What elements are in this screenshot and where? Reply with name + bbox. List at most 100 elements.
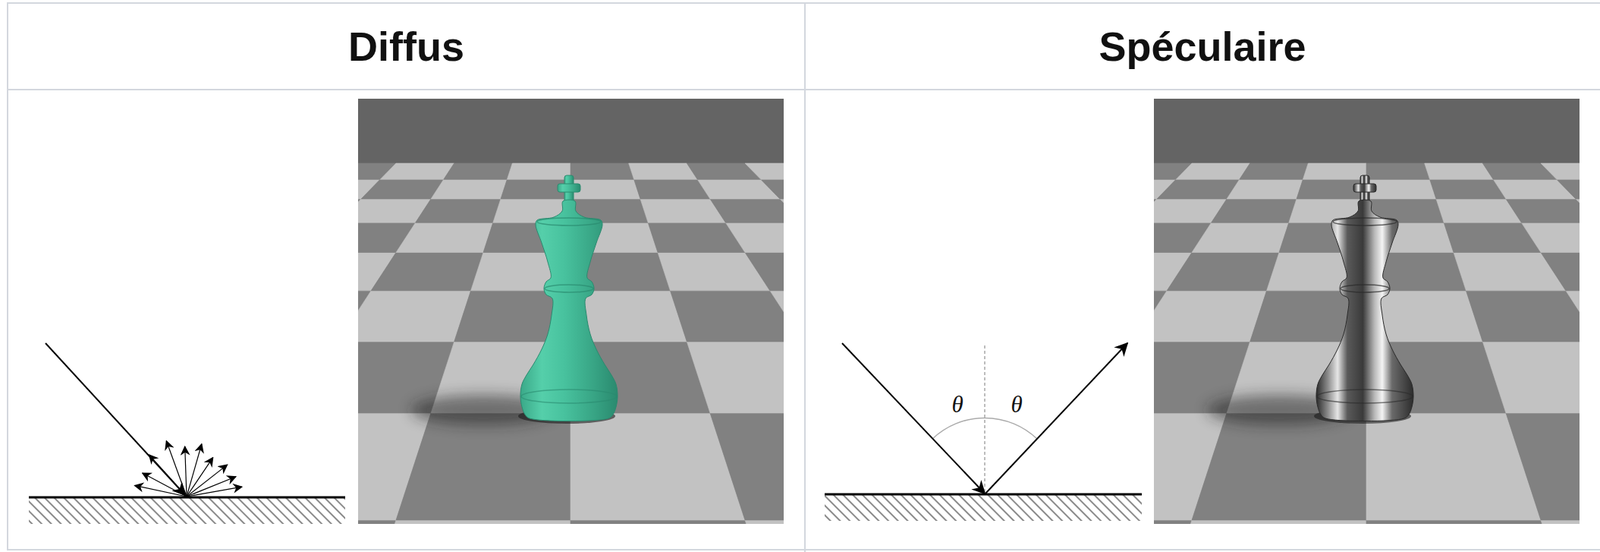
king-body: [520, 199, 618, 421]
reflected-ray: [984, 342, 1128, 494]
chess-king: [520, 175, 618, 422]
board-tile: [570, 163, 635, 180]
board-tile: [1482, 341, 1580, 413]
board-tile: [415, 198, 501, 223]
column-header: Spéculaire: [805, 3, 1600, 89]
board-tile: [570, 179, 641, 199]
board-tile: [686, 341, 784, 413]
scattered-rays: [135, 440, 243, 497]
board-tile: [1191, 412, 1367, 520]
board-tile: [1430, 179, 1506, 199]
board-tile: [396, 222, 494, 252]
board-tile: [770, 290, 784, 342]
board-tile: [1540, 252, 1580, 291]
board-tile: [725, 222, 784, 252]
table-frame: [7, 3, 1600, 552]
board-tile: [380, 163, 455, 180]
board-tile: [1575, 198, 1580, 223]
board-tile: [1166, 252, 1280, 291]
board-tile: [1556, 179, 1580, 199]
king-cross-horizontal: [557, 183, 581, 192]
scattered-ray: [148, 454, 187, 497]
board-tile: [1366, 163, 1431, 180]
board-tile: [710, 198, 784, 223]
board-tile: [1465, 290, 1580, 342]
scattered-ray: [186, 476, 236, 497]
scattered-ray: [186, 464, 228, 497]
board-tile: [779, 198, 784, 223]
board-tile: [1366, 179, 1437, 199]
king-rim: [537, 217, 601, 226]
king-body: [1316, 199, 1414, 421]
column-header: Diffus: [8, 3, 805, 89]
surface-normal: [983, 345, 985, 494]
board-tile: [506, 163, 571, 180]
board-tile: [1239, 163, 1309, 180]
angle-label: θ: [951, 390, 963, 419]
board-tile: [1565, 290, 1580, 342]
surface-hatching: [824, 493, 1142, 521]
board-tile: [634, 179, 711, 199]
board-tile: [358, 519, 571, 524]
king-collar: [1340, 284, 1390, 293]
surface-hatching: [28, 496, 346, 524]
angle-label: θ: [1010, 390, 1022, 419]
king-rim: [1332, 217, 1397, 226]
board-tile: [1540, 519, 1580, 524]
board-tile: [760, 179, 784, 199]
surface: [824, 493, 1142, 521]
board-tile: [443, 163, 513, 180]
surface: [28, 496, 346, 524]
board-tile: [1424, 163, 1494, 180]
board-tile: [1505, 412, 1580, 520]
king-base: [1317, 389, 1413, 403]
board-tile: [1226, 179, 1303, 199]
king-base: [521, 389, 617, 403]
scattered-ray: [186, 486, 243, 497]
board-tile: [710, 412, 784, 520]
header-text: Diffus: [348, 22, 465, 70]
board-tile: [430, 179, 507, 199]
king-cross-horizontal: [1353, 183, 1377, 192]
board-tile: [1191, 222, 1289, 252]
board-tile: [1153, 519, 1367, 524]
board-tile: [1211, 198, 1297, 223]
angle-arc: [932, 417, 1038, 439]
board-tile: [396, 412, 571, 520]
board-tile: [1153, 519, 1192, 524]
scattered-ray: [142, 472, 187, 497]
king-collar: [544, 284, 594, 293]
scattered-ray: [135, 484, 187, 497]
header-text: Spéculaire: [1098, 22, 1306, 70]
board-tile: [358, 519, 397, 524]
board-tile: [1505, 198, 1580, 223]
scattered-ray: [186, 457, 214, 497]
board-tile: [1521, 222, 1580, 252]
board-tile: [628, 163, 698, 180]
board-tile: [1156, 179, 1240, 199]
board-tile: [744, 519, 784, 524]
incident-ray: [842, 342, 985, 494]
board-tile: [1302, 163, 1367, 180]
board-tile: [1153, 290, 1267, 342]
scattered-ray: [185, 446, 187, 497]
board-tile: [1540, 163, 1580, 180]
render-scene: [1153, 98, 1580, 524]
column-rule: [804, 3, 806, 552]
scattered-ray: [186, 443, 202, 497]
chess-king: [1316, 175, 1414, 422]
board-tile: [1175, 163, 1251, 180]
board-tile: [358, 290, 472, 342]
board-tile: [361, 179, 444, 199]
scattered-ray: [166, 440, 187, 497]
table-border: [7, 3, 1600, 550]
board-tile: [669, 290, 784, 342]
header-rule: [7, 88, 1600, 91]
surface-line: [824, 493, 1142, 496]
render-scene: [358, 98, 784, 524]
board-tile: [744, 252, 784, 291]
board-tile: [370, 252, 484, 291]
board-tile: [744, 163, 784, 180]
